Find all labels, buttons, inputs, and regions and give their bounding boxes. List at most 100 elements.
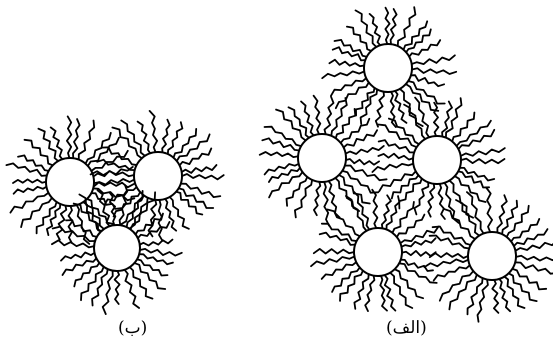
ligand-chain (466, 191, 485, 236)
ligand-chain (377, 152, 415, 161)
ligand-chain (451, 111, 476, 144)
ligand-chain (383, 273, 397, 312)
ligand-chain (138, 248, 183, 257)
ligand-chain (398, 258, 434, 272)
ligand-chain (502, 275, 526, 309)
ligand-chain (177, 147, 213, 168)
ligand-chain (96, 189, 112, 228)
ligand-chain (179, 164, 218, 174)
ligand-chain (35, 200, 58, 235)
ligand-chain (414, 96, 431, 140)
ligand-chain (334, 108, 357, 141)
ligand-chain (455, 199, 482, 238)
ligand-chain (166, 121, 184, 156)
ligand-chain (431, 225, 473, 247)
ligand-chain (505, 204, 530, 239)
ligand-chain (261, 137, 302, 152)
ligand-chain (328, 58, 366, 68)
ligand-chain (364, 273, 376, 312)
ligand-chain (458, 147, 506, 158)
ligand-chain (485, 186, 493, 234)
ligand-chain (80, 264, 105, 302)
ligand-chain (118, 184, 129, 228)
ligand-chain (310, 255, 357, 268)
ligand-chain (134, 212, 164, 237)
ligand-chain (337, 173, 371, 205)
ligand-chain (491, 278, 500, 314)
ligand-chain (513, 241, 553, 253)
ligand-chain (428, 234, 472, 250)
ligand-chain (402, 20, 429, 52)
ligand-chain (148, 110, 158, 154)
ligand-chain (432, 263, 472, 282)
ligand-chain (354, 9, 378, 49)
ligand-chain (100, 146, 139, 167)
ligand-chain (180, 173, 225, 181)
ligand-chain (510, 267, 548, 291)
ligand-chain (137, 238, 174, 247)
ligand-chain (340, 169, 380, 194)
ligand-chain (389, 90, 397, 128)
ligand-chain (393, 89, 408, 124)
nanoparticle (5, 115, 136, 245)
ligand-chain (459, 157, 506, 165)
ligand-chain (86, 136, 120, 168)
ligand-chain (501, 199, 519, 237)
particle-core (412, 135, 462, 185)
ligand-chain (392, 267, 424, 300)
ligand-chain (174, 190, 204, 216)
ligand-chain (103, 185, 139, 206)
ligand-chain (312, 248, 356, 255)
ligand-chain (318, 231, 358, 246)
ligand-chain (60, 251, 97, 262)
ligand-chain (147, 197, 158, 238)
ligand-chain (120, 119, 147, 158)
nanoparticle (89, 110, 225, 242)
ligand-chain (388, 117, 421, 146)
ligand-chain (72, 202, 103, 233)
nanoparticle (258, 94, 388, 227)
ligand-chain (137, 253, 174, 266)
ligand-chain (509, 218, 541, 244)
ligand-chain (333, 39, 369, 58)
ligand-chain (391, 201, 415, 235)
ligand-chain (51, 225, 97, 242)
ligand-chain (352, 190, 371, 232)
ligand-chain (330, 76, 368, 97)
ligand-chain (514, 254, 553, 262)
ligand-chain (5, 162, 49, 177)
ligand-chain (513, 261, 553, 275)
ligand-chain (111, 126, 144, 160)
ligand-chain (96, 158, 137, 172)
ligand-chain (287, 106, 311, 140)
ligand-chain (51, 239, 96, 249)
ligand-chain (12, 178, 48, 184)
ligand-chain (49, 126, 64, 161)
ligand-chain (321, 70, 367, 80)
nanoparticle (310, 188, 440, 312)
ligand-chain (331, 265, 362, 293)
ligand-chain (441, 100, 453, 139)
ligand-chain (89, 170, 136, 178)
ligand-chain (398, 176, 424, 210)
ligand-chain (448, 272, 479, 311)
particle-core (133, 151, 183, 201)
ligand-chain (72, 118, 81, 161)
ligand-chain (92, 178, 137, 188)
ligand-chain (275, 108, 308, 142)
ligand-chain (294, 178, 314, 219)
nanoparticle (321, 6, 458, 128)
ligand-chain (437, 182, 446, 220)
ligand-chain (312, 94, 322, 136)
caption-panel-b: (ب) (118, 318, 148, 338)
ligand-chain (326, 208, 362, 238)
ligand-chain (77, 119, 96, 162)
ligand-chain (497, 277, 511, 313)
panel-b-aggregated-particles (5, 110, 225, 315)
ligand-chain (65, 219, 99, 238)
ligand-chain (23, 138, 55, 167)
ligand-chain (75, 203, 91, 245)
ligand-chain (410, 67, 458, 75)
ligand-chain (89, 149, 129, 173)
